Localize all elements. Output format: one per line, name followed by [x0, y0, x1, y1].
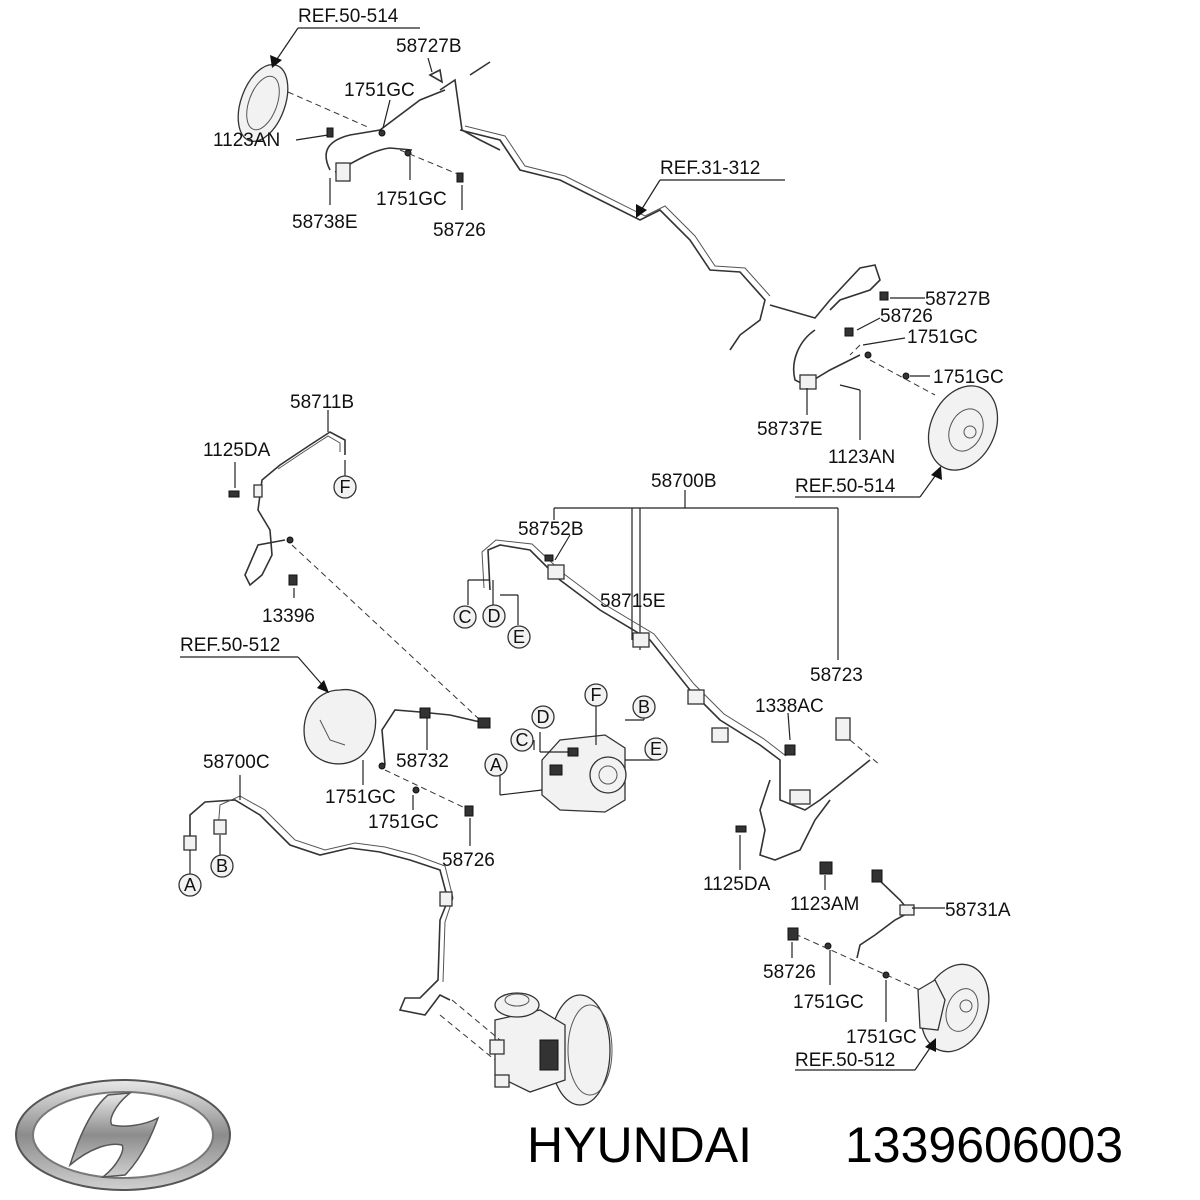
connector-label: B [216, 856, 228, 876]
connector-label: D [488, 606, 501, 626]
diagram-label: 1123AM [790, 894, 859, 915]
diagram-label: 1125DA [703, 874, 771, 895]
diagram-label: 1751GC [376, 189, 447, 210]
connector-label: F [340, 477, 351, 497]
connector-circle [482, 604, 506, 628]
front-left-line-assembly: F 58711B 1125DA 13396 [203, 392, 481, 721]
diagram-label: 13396 [262, 606, 315, 627]
rear-right-assembly: 58727B 58726 1751GC 1751GC 58737E 1123AN… [757, 264, 1004, 498]
rear-left-hose [325, 89, 446, 171]
connector-label: A [490, 755, 502, 775]
connector-label: C [516, 730, 529, 750]
diagram-label: 1123AN [828, 447, 895, 468]
diagram-label: 58752B [518, 519, 584, 540]
diagram-label: 1123AN [213, 130, 280, 151]
connector-circle [531, 705, 555, 729]
diagram-label: 1125DA [203, 440, 271, 461]
connector-circle [584, 683, 608, 707]
diagram-label: 1751GC [846, 1027, 917, 1048]
diagram-label: REF.50-514 [795, 476, 896, 497]
diagram-label: 1338AC [755, 696, 824, 717]
rear-right-disc-part [927, 385, 999, 471]
connector-circle [210, 854, 234, 878]
diagram-label: 58727B [925, 289, 991, 310]
diagram-label: REF.50-512 [180, 635, 280, 656]
connector-label: E [513, 627, 525, 647]
connector-circle [510, 728, 534, 752]
master-cylinder-assembly: A B 58700C [178, 752, 613, 1106]
diagram-label: 58700C [203, 752, 270, 773]
front-right-caliper-assembly: 1125DA 1123AM 58731A 58726 1751GC 1751GC… [703, 825, 1011, 1071]
rear-brake-line [459, 129, 766, 351]
diagram-label: REF.50-514 [298, 6, 399, 27]
connector-label: A [184, 875, 196, 895]
diagram-label: 58726 [763, 962, 816, 983]
hyundai-logo-icon [15, 1079, 231, 1191]
diagram-label: 58723 [810, 665, 863, 686]
connector-circle [484, 753, 508, 777]
connector-label: F [591, 685, 602, 705]
connector-label: E [650, 739, 662, 759]
connector-circle [178, 873, 202, 897]
diagram-label: 1751GC [907, 327, 978, 348]
diagram-label: 1751GC [793, 992, 864, 1013]
part-number: 1339606003 [845, 1117, 1123, 1173]
diagram-label: 58726 [442, 850, 495, 871]
connector-circle [333, 475, 357, 499]
diagram-label: 58732 [396, 751, 449, 772]
brake-disc-shield-part [237, 64, 289, 142]
brand-name: HYUNDAI [527, 1117, 752, 1173]
connector-circle [453, 605, 477, 629]
abs-unit-assembly: F D B C A E [484, 683, 668, 813]
connector-circle [644, 737, 668, 761]
diagram-label: 58737E [757, 419, 823, 440]
reservoir-cap-part [494, 992, 540, 1018]
connector-circle [632, 695, 656, 719]
rear-left-assembly: REF.50-514 58727B 1751GC 1123AN 1751GC 5… [213, 6, 785, 351]
connector-label: B [638, 697, 650, 717]
diagram-label: 58738E [292, 212, 358, 233]
diagram-label: 1751GC [344, 80, 415, 101]
diagram-label: 58726 [433, 220, 486, 241]
diagram-label: 58715E [600, 591, 666, 612]
diagram-label: 58711B [290, 392, 354, 413]
diagram-label: 58700B [651, 471, 717, 492]
front-left-brake-line [244, 431, 346, 587]
diagram-label: REF.31-312 [660, 158, 760, 179]
connector-label: C [459, 607, 472, 627]
connector-label: D [537, 707, 550, 727]
diagram-label: 1751GC [933, 367, 1004, 388]
secondary-brake-line [189, 799, 451, 1016]
diagram-label: 58731A [945, 900, 1011, 921]
front-left-caliper-assembly: REF.50-512 58732 1751GC 1751GC 58726 [180, 635, 495, 871]
diagram-label: 1751GC [325, 787, 396, 808]
diagram-label: 58726 [880, 306, 933, 327]
connector-circle [507, 625, 531, 649]
caliper-bracket-part [335, 162, 351, 182]
diagram-label: REF.50-512 [795, 1050, 895, 1071]
front-left-shield-part [303, 688, 377, 765]
diagram-label: 1751GC [368, 812, 439, 833]
main-line-assembly: C D E 58700B 58752B 58715E 58723 1338AC [453, 471, 881, 861]
sensor-bracket-part [835, 717, 851, 741]
diagram-label: 58727B [396, 36, 462, 57]
rear-right-line [769, 264, 881, 319]
front-right-hose [856, 877, 912, 959]
